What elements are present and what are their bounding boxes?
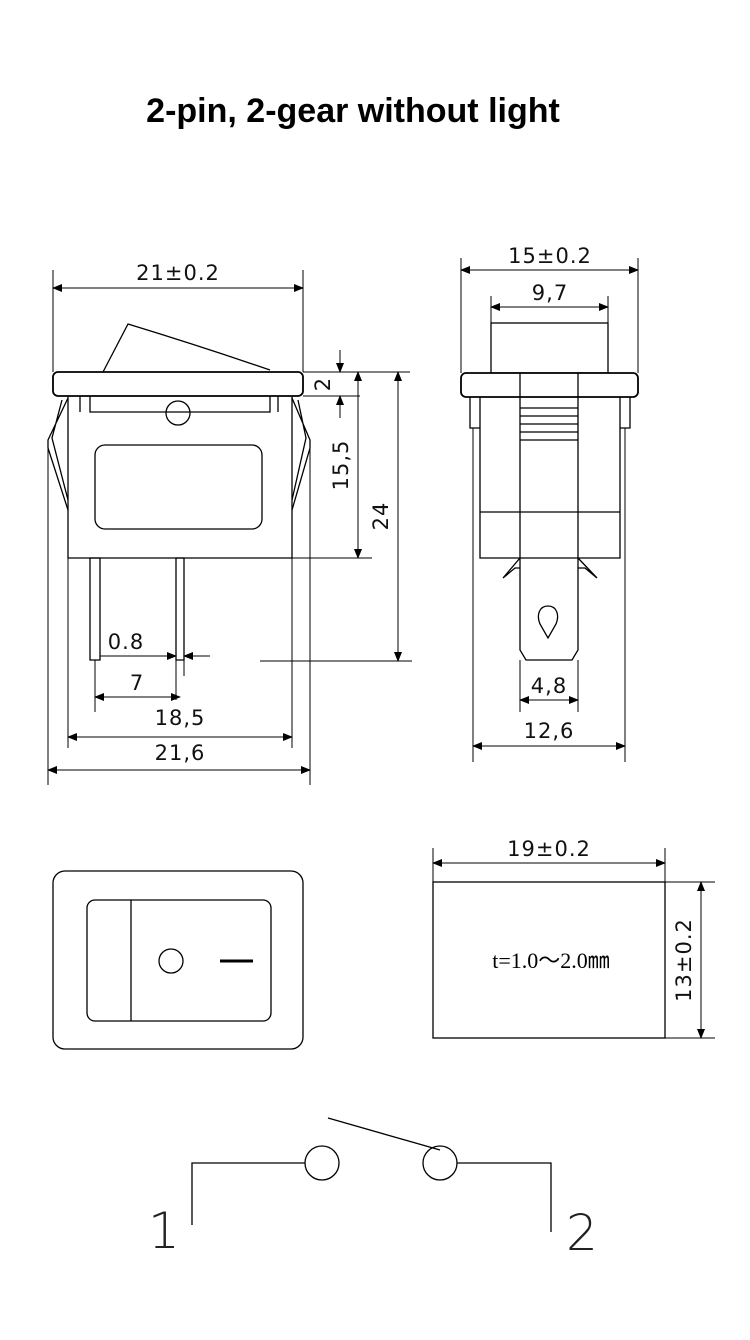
face-rocker <box>86 899 272 1022</box>
page-title: 2-pin, 2-gear without light <box>146 92 560 130</box>
panel-thickness-label: t=1.0～2.0㎜ <box>492 948 610 973</box>
terminal-hole <box>537 605 559 640</box>
side-rocker <box>490 322 609 374</box>
dim-side-base-width: 12,6 <box>524 719 575 743</box>
dim-rocker-height: 2 <box>311 377 335 391</box>
front-body <box>67 396 293 559</box>
dim-base-width: 21,6 <box>155 741 206 765</box>
right-clip <box>291 397 311 511</box>
panel-cutout-view: 19±0.2 13±0.2 t=1.0～2.0㎜ <box>432 837 715 1039</box>
rocker-outline <box>102 323 271 373</box>
switch-schematic: 1 2 <box>148 1117 598 1262</box>
dim-cutout-width: 19±0.2 <box>507 837 591 861</box>
dim-total-height: 24 <box>369 502 393 531</box>
indicator-hole <box>165 400 191 426</box>
rocker-face-view <box>52 870 304 1050</box>
side-body <box>479 397 621 559</box>
dim-pin-offset: 7 <box>130 671 144 695</box>
contact-left <box>304 1145 340 1181</box>
pin-2-label: 2 <box>566 1204 598 1262</box>
switch-lever <box>327 1117 441 1151</box>
off-symbol <box>158 948 184 974</box>
side-view: 15±0.2 9,7 4,8 12,6 <box>460 244 639 762</box>
contact-right <box>422 1145 458 1181</box>
front-view: 21±0.2 2 15,5 24 0.8 7 18,5 21 <box>47 261 412 785</box>
dim-body-height: 15,5 <box>329 440 353 491</box>
left-clip <box>47 397 69 511</box>
dim-side-width-top: 15±0.2 <box>508 244 592 268</box>
dim-pin-span: 18,5 <box>155 706 206 730</box>
pin-1-label: 1 <box>148 1202 180 1260</box>
cutout-rect <box>432 881 666 1039</box>
face-bezel <box>52 870 304 1050</box>
right-pin <box>175 557 185 661</box>
side-terminal <box>519 558 579 661</box>
dim-cutout-height: 13±0.2 <box>672 918 696 1002</box>
dim-terminal-width: 4,8 <box>531 674 567 698</box>
left-pin <box>89 557 101 661</box>
front-window <box>94 444 263 530</box>
side-flange <box>460 372 639 398</box>
dim-pin-thickness: 0.8 <box>108 630 144 654</box>
dim-rocker-width: 9,7 <box>532 281 568 305</box>
dim-front-width-top: 21±0.2 <box>136 261 220 285</box>
front-flange <box>52 371 304 397</box>
